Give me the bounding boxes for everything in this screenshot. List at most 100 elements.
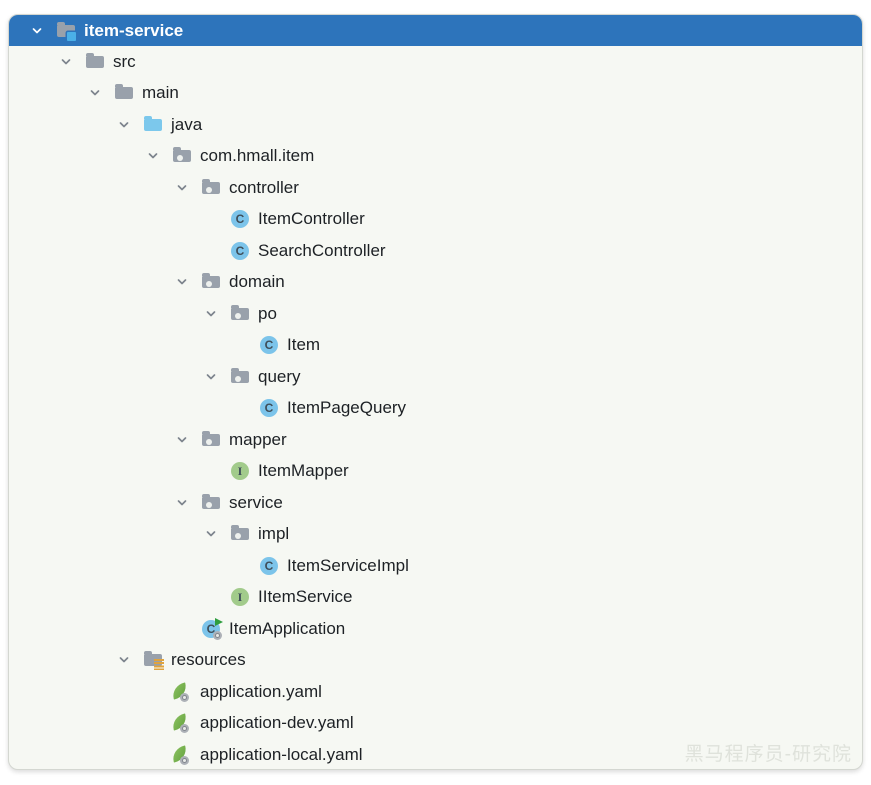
tree-row-po[interactable]: po [9,298,862,330]
watermark-text: 黑马程序员-研究院 [684,744,852,765]
tree-row-mapper[interactable]: mapper [9,424,862,456]
class-icon: C [259,556,279,576]
chevron-down-icon[interactable] [175,178,201,198]
tree-row-resources[interactable]: resources [9,645,862,677]
package-icon [230,524,250,544]
tree-item-label: IItemService [258,587,353,607]
class-icon: C [260,399,278,418]
tree-item-label: Item [287,335,321,355]
chevron-down-icon[interactable] [146,146,172,166]
application-class-icon: C [201,617,223,641]
twisty-spacer [146,682,172,702]
folder-icon [115,84,133,100]
chevron-down-icon[interactable] [117,115,143,135]
chevron-down-icon[interactable] [175,430,201,450]
package-dot-icon [177,155,183,162]
resources-badge-icon [154,659,164,671]
tree-item-label: application-local.yaml [200,744,363,764]
tree-row-iitemservice[interactable]: I IItemService [9,582,862,614]
tree-item-label: query [258,366,301,386]
class-icon: C [259,398,279,418]
folder-icon [114,83,134,103]
tree-row-itemserviceimpl[interactable]: C ItemServiceImpl [9,550,862,582]
tree-item-label: ItemMapper [258,461,349,481]
twisty-spacer [175,619,201,639]
tree-item-label: com.hmall.item [200,146,315,166]
tree-row-domain[interactable]: domain [9,267,862,299]
gear-badge-icon [212,630,223,641]
tree-row-java[interactable]: java [9,109,862,141]
folder-icon [85,52,105,72]
package-icon [201,430,221,450]
twisty-spacer [146,713,172,733]
tree-row-application-local-yaml[interactable]: application-local.yaml [9,739,862,769]
tree-item-label: ItemServiceImpl [287,555,409,575]
chevron-down-icon[interactable] [117,650,143,670]
interface-icon: I [231,588,249,607]
tree-row-searchcontroller[interactable]: C SearchController [9,235,862,267]
spring-config-icon [170,682,192,702]
chevron-down-icon[interactable] [88,83,114,103]
tree-item-label: controller [229,177,299,197]
tree-item-label: java [171,114,203,134]
package-dot-icon [206,186,212,193]
twisty-spacer [204,461,230,481]
tree-row-main[interactable]: main [9,78,862,110]
chevron-down-icon[interactable] [59,52,85,72]
module-folder-icon [56,21,76,41]
package-dot-icon [235,375,241,382]
class-icon: C [230,241,250,261]
project-tree-panel: item-service src main java com.hmall.item con… [8,14,863,770]
tree-row-application-yaml[interactable]: application.yaml [9,676,862,708]
class-icon: C [231,210,249,229]
module-badge-icon [67,31,76,41]
tree-item-label: mapper [229,429,287,449]
tree-row-com-hmall-item[interactable]: com.hmall.item [9,141,862,173]
package-icon [201,178,221,198]
tree-row-impl[interactable]: impl [9,519,862,551]
tree-row-src[interactable]: src [9,46,862,78]
tree-row-item-service[interactable]: item-service [9,15,862,46]
tree-item-label: item-service [84,20,184,40]
interface-icon: I [231,462,249,481]
tree-item-label: application.yaml [200,681,322,701]
package-dot-icon [235,533,241,540]
chevron-down-icon[interactable] [204,524,230,544]
folder-icon [86,52,104,68]
interface-icon: I [230,461,250,481]
chevron-down-icon[interactable] [30,21,56,41]
package-dot-icon [206,281,212,288]
chevron-down-icon[interactable] [175,493,201,513]
tree-item-label: domain [229,272,285,292]
tree-row-service[interactable]: service [9,487,862,519]
chevron-down-icon[interactable] [204,367,230,387]
run-badge-icon [215,617,223,626]
tree-row-application-dev-yaml[interactable]: application-dev.yaml [9,708,862,740]
package-dot-icon [235,312,241,319]
package-dot-icon [206,438,212,445]
gear-badge-icon [179,723,190,734]
tree-row-query[interactable]: query [9,361,862,393]
tree-item-label: po [258,303,277,323]
tree-item-label: ItemController [258,209,365,229]
interface-icon: I [230,587,250,607]
twisty-spacer [233,398,259,418]
package-icon [230,304,250,324]
package-icon [172,146,192,166]
class-icon: C [231,241,249,260]
tree-row-controller[interactable]: controller [9,172,862,204]
spring-config-icon [170,745,192,766]
chevron-down-icon[interactable] [204,304,230,324]
tree-item-label: src [113,51,136,71]
tree-item-label: SearchController [258,240,386,260]
tree-item-label: resources [171,650,246,670]
spring-config-icon [170,713,192,734]
chevron-down-icon[interactable] [175,272,201,292]
tree-row-itemcontroller[interactable]: C ItemController [9,204,862,236]
gear-badge-icon [179,755,190,766]
tree-row-itemmapper[interactable]: I ItemMapper [9,456,862,488]
class-icon: C [230,209,250,229]
